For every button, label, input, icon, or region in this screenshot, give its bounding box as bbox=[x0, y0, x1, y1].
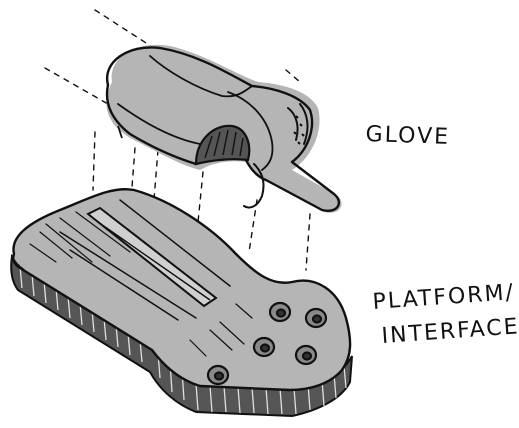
glove-drawing bbox=[106, 45, 341, 213]
glove-label: GLOVE bbox=[365, 124, 450, 149]
interface-button-2 bbox=[306, 309, 326, 327]
projection-line-top-3 bbox=[286, 70, 300, 82]
interface-button-1 bbox=[270, 303, 290, 321]
interface-button-4 bbox=[296, 346, 316, 364]
projection-line-drop-6 bbox=[306, 214, 310, 270]
platform-drawing bbox=[11, 189, 352, 416]
interface-button-3 bbox=[254, 338, 274, 356]
projection-line-drop-1 bbox=[93, 132, 95, 190]
interface-button-5 bbox=[208, 366, 228, 384]
projection-line-top-2 bbox=[45, 68, 108, 104]
